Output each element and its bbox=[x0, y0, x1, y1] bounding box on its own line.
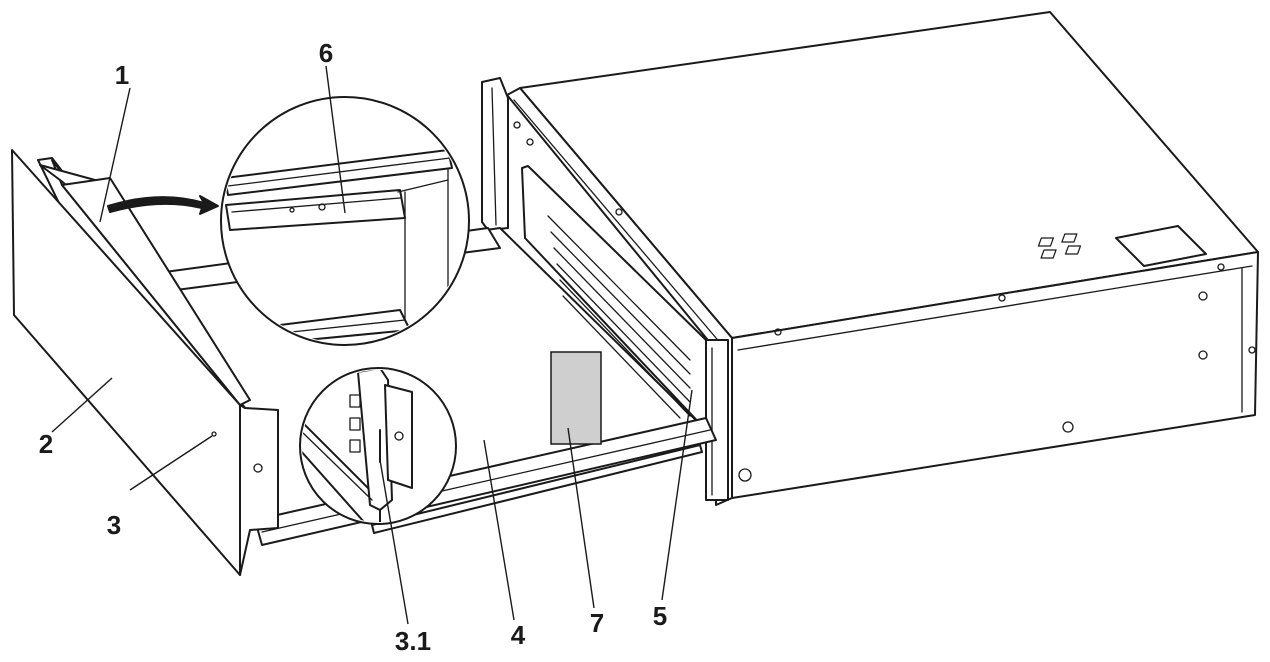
leader-lines bbox=[51, 65, 693, 625]
rating-label-patch bbox=[550, 351, 602, 445]
screw-icon bbox=[1198, 350, 1208, 360]
drawer-tray bbox=[11, 149, 717, 576]
drawer-front-panel bbox=[11, 149, 241, 576]
detail-circle-bottom bbox=[299, 367, 457, 525]
housing-left-post bbox=[481, 77, 509, 231]
callout-3-1: 3.1 bbox=[395, 626, 431, 656]
screw-icon bbox=[998, 294, 1006, 302]
callout-5: 5 bbox=[653, 601, 667, 631]
vent-slots bbox=[547, 215, 691, 419]
callout-labels: 1 6 2 3 3.1 4 7 5 bbox=[39, 38, 667, 656]
callout-1: 1 bbox=[115, 60, 129, 90]
housing bbox=[481, 11, 1259, 506]
screw-icon bbox=[1217, 263, 1225, 271]
drawer-side-wall bbox=[521, 165, 707, 431]
detail-circle-top bbox=[220, 96, 470, 346]
screw-icon bbox=[738, 468, 752, 482]
callout-7: 7 bbox=[590, 608, 604, 638]
screw-icon bbox=[1062, 421, 1074, 433]
housing-front-post bbox=[705, 339, 729, 501]
screw-icon bbox=[774, 328, 782, 336]
screw-icon bbox=[1248, 346, 1256, 354]
callout-4: 4 bbox=[511, 620, 526, 650]
curved-arrow-icon bbox=[107, 195, 219, 215]
screw-icon bbox=[1198, 291, 1208, 301]
drawer-top-rail bbox=[61, 177, 251, 406]
connector-plate bbox=[1037, 225, 1207, 267]
callout-3: 3 bbox=[107, 510, 121, 540]
drawer-rail-strip bbox=[371, 444, 703, 534]
callout-6: 6 bbox=[319, 38, 333, 68]
callout-2: 2 bbox=[39, 429, 53, 459]
